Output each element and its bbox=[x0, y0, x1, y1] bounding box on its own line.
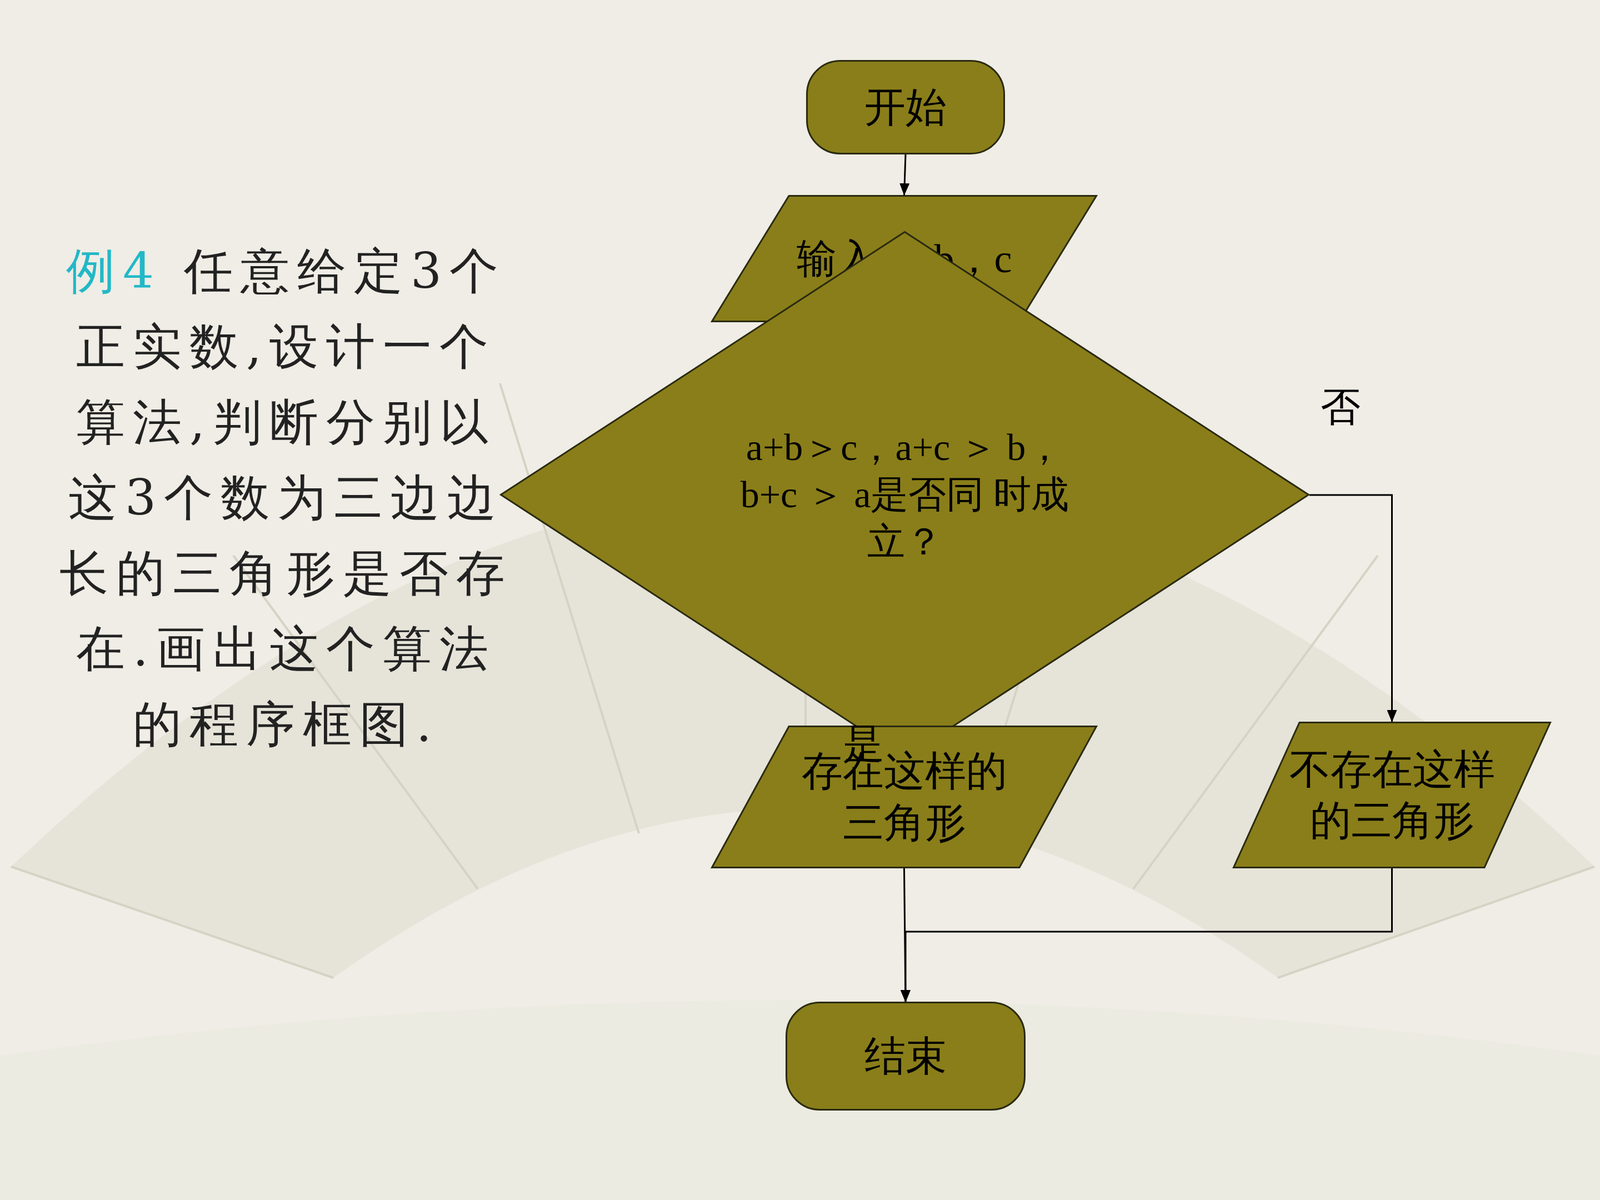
page-ground bbox=[0, 1000, 1600, 1200]
decision-diamond: a+b＞c，a+c ＞ b， b+c ＞ a是否同 时成立？ bbox=[500, 231, 1310, 759]
problem-text: 例4任意给定3个正实数,设计一个算法,判断分别以这3个数为三边边长的三角形是否存… bbox=[52, 233, 520, 763]
para-outline bbox=[1232, 721, 1552, 869]
terminal-box: 结束 bbox=[785, 1001, 1026, 1111]
node-text: 结束 bbox=[864, 1030, 947, 1083]
example-number: 例4 bbox=[66, 242, 162, 300]
io-parallelogram: 不存在这样 的三角形 bbox=[1232, 721, 1552, 869]
node-text: 不存在这样 的三角形 bbox=[1278, 743, 1507, 847]
para-outline bbox=[711, 725, 1098, 869]
flow-arrow bbox=[1309, 495, 1393, 722]
branch-label: 否 bbox=[1320, 380, 1361, 434]
io-parallelogram: 存在这样的 三角形 bbox=[711, 725, 1098, 869]
flow-arrow bbox=[905, 868, 1393, 1002]
node-text: a+b＞c，a+c ＞ b， b+c ＞ a是否同 时成立？ bbox=[727, 423, 1083, 566]
flow-arrow bbox=[904, 154, 907, 195]
node-text: 存在这样的 三角形 bbox=[790, 745, 1019, 849]
terminal-box: 开始 bbox=[806, 60, 1005, 155]
branch-label: 是 bbox=[842, 717, 883, 771]
problem-statement: 任意给定3个正实数,设计一个算法,判断分别以这3个数为三边边长的三角形是否存在.… bbox=[59, 242, 513, 753]
node-text: 开始 bbox=[864, 81, 947, 134]
